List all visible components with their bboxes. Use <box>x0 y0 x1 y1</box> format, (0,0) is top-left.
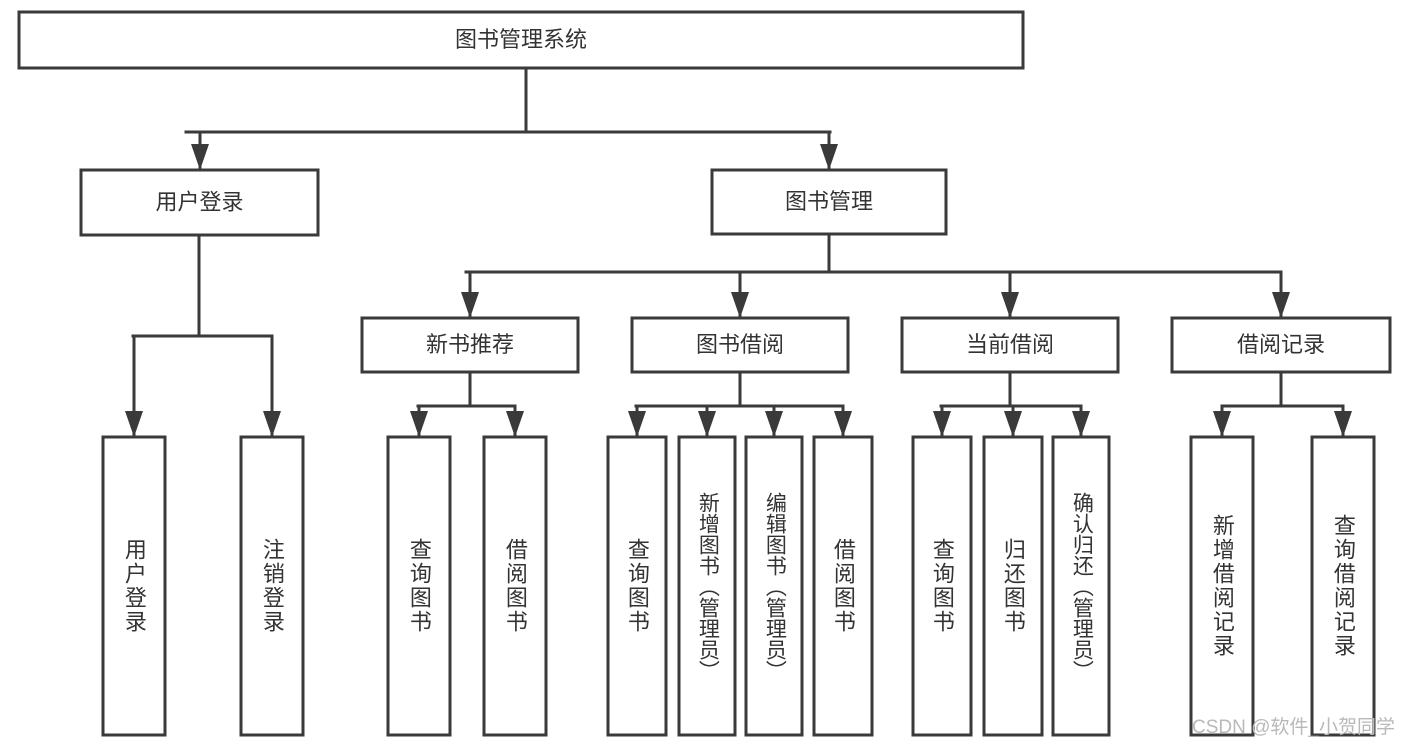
node-box-l2-2[interactable] <box>710 168 948 236</box>
node-box-leaf-10[interactable] <box>982 435 1044 737</box>
arrow-head-icon <box>731 292 749 318</box>
node-label-root: 图书管理系统 <box>455 27 587 52</box>
arrow-head-icon <box>461 292 479 318</box>
node-box-leaf-4[interactable] <box>482 435 548 737</box>
node-box-leaf-8[interactable] <box>812 435 874 737</box>
node-label-l2-2: 图书管理 <box>785 189 873 214</box>
node-label-l3-1: 新书推荐 <box>426 332 514 357</box>
arrow-head-icon <box>820 144 838 170</box>
node-box-leaf-12[interactable] <box>1189 435 1255 737</box>
node-box-l2-1[interactable] <box>79 168 320 237</box>
node-box-leaf-3[interactable] <box>386 435 452 737</box>
arrow-head-icon <box>1004 411 1022 437</box>
node-box-l3-4[interactable] <box>1170 316 1392 374</box>
arrow-head-icon <box>263 411 281 437</box>
arrow-head-icon <box>628 411 646 437</box>
node-label-l2-1: 用户登录 <box>155 189 243 214</box>
node-box-leaf-2[interactable] <box>239 435 305 737</box>
arrow-head-icon <box>191 144 209 170</box>
arrow-head-icon <box>1001 292 1019 318</box>
arrow-head-icon <box>765 411 783 437</box>
arrow-head-icon <box>933 411 951 437</box>
node-label-l3-3: 当前借阅 <box>966 332 1054 357</box>
node-label-l3-4: 借阅记录 <box>1237 332 1325 357</box>
node-box-leaf-1[interactable] <box>101 435 167 737</box>
node-box-leaf-7[interactable] <box>744 435 804 737</box>
boxes-layer <box>17 10 1392 737</box>
arrow-head-icon <box>125 411 143 437</box>
node-box-l3-2[interactable] <box>630 316 850 374</box>
node-label-l3-2: 图书借阅 <box>696 332 784 357</box>
node-box-l3-3[interactable] <box>900 316 1120 374</box>
arrow-head-icon <box>410 411 428 437</box>
arrow-head-icon <box>1072 411 1090 437</box>
csdn-watermark: CSDN @软件_小贺同学 <box>1192 717 1395 738</box>
node-box-leaf-5[interactable] <box>606 435 668 737</box>
arrow-head-icon <box>1213 411 1231 437</box>
node-box-l3-1[interactable] <box>360 316 580 374</box>
arrow-head-icon <box>698 411 716 437</box>
node-box-root[interactable] <box>17 10 1025 70</box>
node-box-leaf-13[interactable] <box>1310 435 1376 737</box>
node-box-leaf-6[interactable] <box>677 435 737 737</box>
node-box-leaf-9[interactable] <box>911 435 973 737</box>
arrow-head-icon <box>1272 292 1290 318</box>
arrow-head-icon <box>1334 411 1352 437</box>
connectors-layer <box>125 66 1352 439</box>
arrow-head-icon <box>506 411 524 437</box>
node-box-leaf-11[interactable] <box>1051 435 1111 737</box>
arrow-head-icon <box>834 411 852 437</box>
